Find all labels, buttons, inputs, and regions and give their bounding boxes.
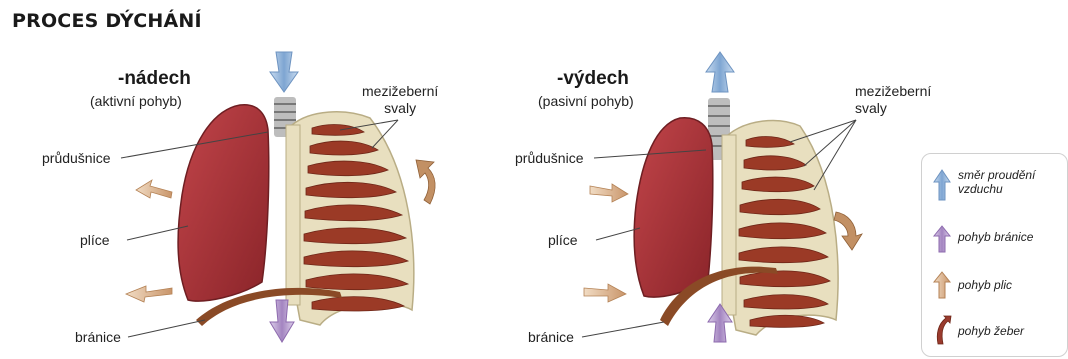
purple-arrow-icon — [932, 224, 952, 254]
inhale-diaphragm-arrow-icon — [270, 300, 294, 342]
inhale-rib-arrow-icon — [416, 160, 435, 204]
exhale-ribcage — [722, 120, 838, 335]
legend: směr proudění vzduchu pohyb bránice pohy… — [921, 153, 1068, 357]
inhale-lung-arrow-lower-icon — [126, 286, 172, 302]
blue-arrow-icon — [932, 168, 952, 202]
exhale-air-arrow-icon — [706, 52, 734, 92]
inhale-air-arrow-icon — [270, 52, 298, 92]
exhale-lung — [634, 118, 713, 297]
tan-arrow-icon — [932, 270, 952, 300]
exhale-diagram — [582, 52, 862, 342]
rib-arrow-icon — [932, 314, 952, 346]
exhale-rib-arrow-icon — [834, 212, 862, 250]
inhale-diagram — [121, 52, 435, 342]
inhale-lung-arrow-upper-icon — [136, 180, 172, 198]
exhale-lung-arrow-lower-icon — [584, 284, 626, 302]
exhale-lung-arrow-upper-icon — [590, 184, 628, 202]
